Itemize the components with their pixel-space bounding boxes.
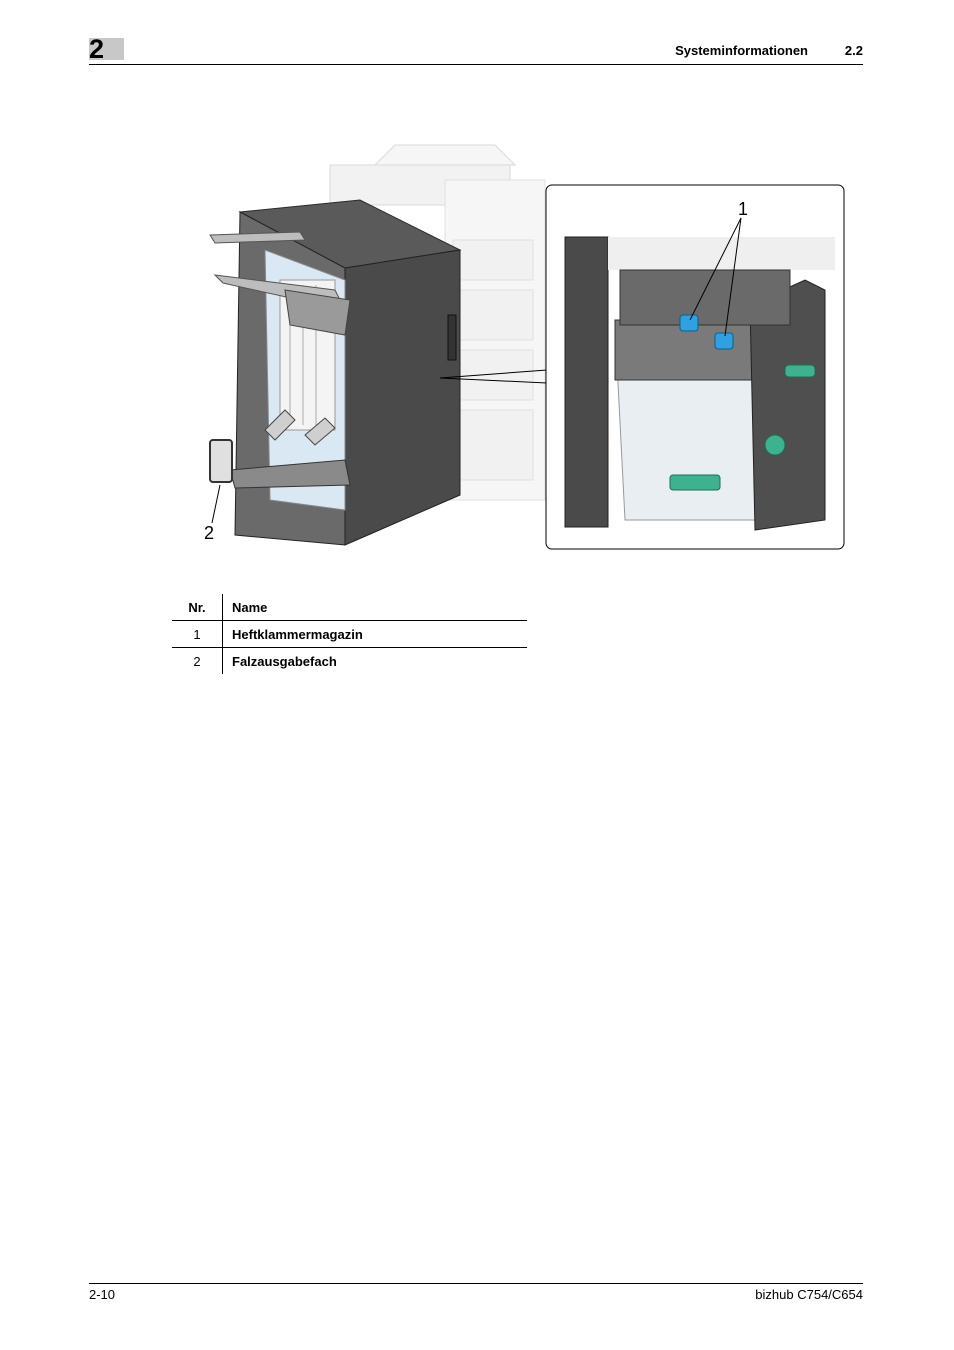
column-header-name: Name [232,599,268,615]
finisher-body [234,199,462,546]
callout-1: 1 [738,199,748,219]
main-unit-outline [329,144,546,501]
header-section-number: 2.2 [844,43,863,58]
header-title: Systeminformationen [675,43,808,58]
zoom-detail-box [545,184,845,550]
chapter-number: 2 [89,34,105,64]
table-header-row: Nr. Name [172,594,527,621]
row-nr: 2 [172,647,223,674]
row-nr: 1 [172,620,223,648]
finisher-illustration: 1 2 [204,144,845,550]
zoom-leader [439,369,548,384]
chapter-badge [89,38,124,60]
page-number: 2-10 [89,1287,116,1302]
row-name: Heftklammermagazin [232,626,363,642]
callout-2: 2 [204,523,214,543]
row-name: Falzausgabefach [232,653,337,669]
fold-output-tray [209,409,351,524]
footer-divider [89,1283,863,1284]
product-name: bizhub C754/C654 [755,1287,863,1302]
legend-table: Nr. Name 1 Heftklammermagazin 2 Falzausg… [172,594,527,674]
output-trays [209,231,351,336]
column-header-nr: Nr. [172,594,223,621]
header-divider [89,64,863,65]
table-row: 2 Falzausgabefach [172,647,527,674]
table-row: 1 Heftklammermagazin [172,620,527,648]
